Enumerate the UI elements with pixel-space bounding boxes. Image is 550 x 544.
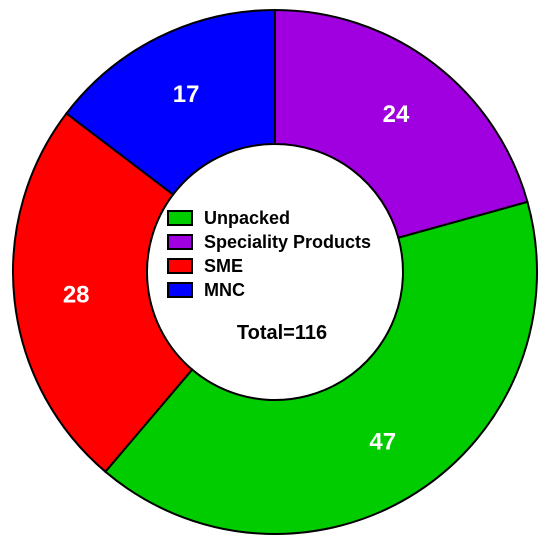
slice-label-speciality-products: 24 [383,101,410,128]
slice-label-sme: 28 [63,282,90,309]
slice-speciality-products [274,8,529,239]
total-label: Total=116 [237,322,327,344]
legend-swatch-unpacked [167,210,193,226]
slice-label-unpacked: 47 [369,429,396,456]
slice-unpacked [103,200,538,535]
donut-slices [12,8,538,535]
legend-label-unpacked: Unpacked [204,208,290,228]
legend-label-mnc: MNC [204,280,245,300]
legend-swatch-mnc [167,282,193,298]
legend-swatch-speciality-products [167,234,193,250]
legend-swatch-sme [167,258,193,274]
slice-label-mnc: 17 [173,81,200,108]
slice-sme [12,112,194,474]
slice-mnc [65,8,276,196]
legend-label-sme: SME [204,256,243,276]
legend-label-speciality-products: Speciality Products [204,232,371,252]
slice-labels: 24 47 28 17 [63,81,410,456]
